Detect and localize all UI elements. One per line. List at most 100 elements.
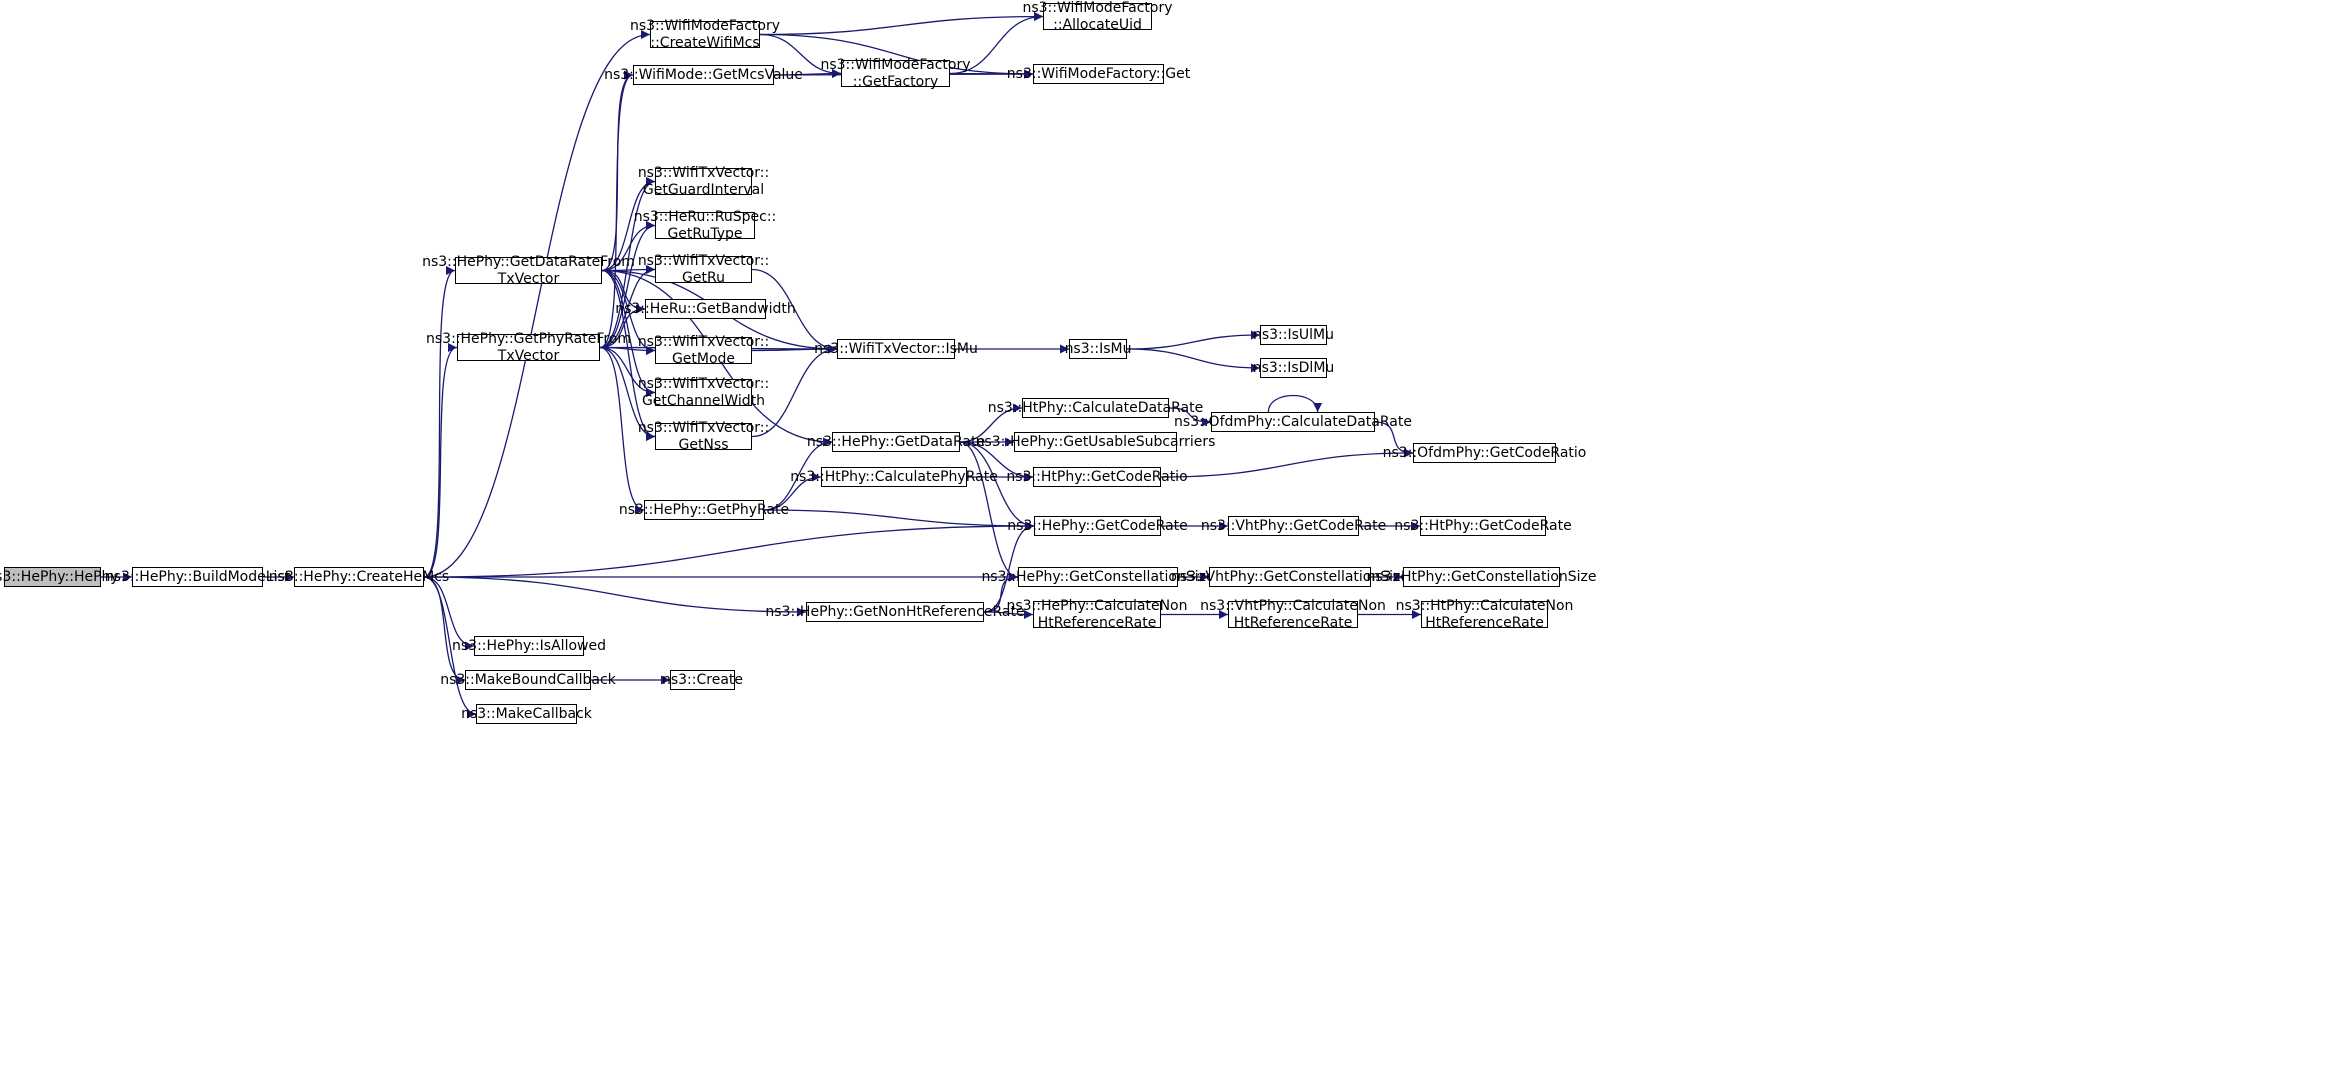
node-label-line: ns3::HePhy::GetUsableSubcarriers	[975, 433, 1216, 450]
node-label-line: GetRu	[682, 269, 725, 286]
edge-n_getdataratefromtx-to-n_getnss	[601, 269, 656, 441]
node-label-line: ns3::WifiTxVector::IsMu	[814, 340, 978, 357]
node-vhtphy-getcoderate[interactable]: ns3::VhtPhy::GetCodeRate	[1201, 516, 1386, 536]
edge-n_getphyratefromtx-to-n_getru	[599, 265, 656, 349]
node-makecallback[interactable]: ns3::MakeCallback	[461, 704, 592, 724]
node-htphy-calculatephyrate[interactable]: ns3::HtPhy::CalculatePhyRate	[790, 467, 998, 487]
node-wifimodefactory-allocateuid[interactable]: ns3::WifiModeFactory::AllocateUid	[1022, 0, 1172, 33]
edge-n_getphyratefromtx-to-n_getmcsvalue	[599, 70, 634, 349]
edge-n_getphyrate-to-n_htcalcphyrate	[763, 472, 822, 511]
edge-n_ismu-to-n_isulmu	[1126, 330, 1261, 350]
node-hephy-hephy[interactable]: ns3::HePhy::HePhy	[0, 567, 119, 587]
edge-n_htcalcdatarate-to-n_ofdmcalcdatarate	[1168, 407, 1212, 427]
edge-n_createhemcs-to-n_getnonht	[423, 576, 807, 617]
node-label-line: ns3::VhtPhy::CalculateNon	[1200, 597, 1386, 614]
node-wifitxvector-getnss[interactable]: ns3::WifiTxVector::GetNss	[638, 420, 769, 453]
node-label-line: GetGuardInterval	[642, 181, 765, 198]
node-isulmu[interactable]: ns3::IsUlMu	[1253, 325, 1334, 345]
edge-n_getru-to-n_txismu	[751, 268, 838, 354]
edge-n_getfactory-to-n_allocateuid	[949, 12, 1044, 75]
edge-n_getnonht-to-n_hegetconst	[983, 572, 1019, 613]
node-label-line: ns3::WifiTxVector::	[637, 375, 770, 392]
node-label-line: ns3::HePhy::HePhy	[0, 568, 119, 585]
node-htphy-getcoderate[interactable]: ns3::HtPhy::GetCodeRate	[1394, 516, 1572, 536]
node-create[interactable]: ns3::Create	[662, 670, 743, 690]
node-wifimode-getmcsvalue[interactable]: ns3::WifiMode::GetMcsValue	[604, 65, 803, 85]
node-label-line: ns3::OfdmPhy::GetCodeRatio	[1382, 444, 1587, 461]
node-wifitxvector-getru[interactable]: ns3::WifiTxVector::GetRu	[638, 253, 769, 286]
node-label-line: ns3::WifiTxVector::	[637, 333, 770, 350]
edge-n_getphyratefromtx-to-n_getbandwidth	[599, 304, 646, 349]
node-label-line: ns3::HtPhy::CalculateNon	[1395, 597, 1574, 614]
node-isdlmu[interactable]: ns3::IsDlMu	[1253, 358, 1334, 378]
node-label-line: ns3::HePhy::GetDataRateFrom	[422, 253, 635, 270]
node-label-line: HtReferenceRate	[1037, 614, 1157, 631]
node-label-line: GetMode	[671, 350, 736, 367]
node-label-line: ns3::WifiMode::GetMcsValue	[604, 66, 803, 83]
node-wifimodefactory-getfactory[interactable]: ns3::WifiModeFactory::GetFactory	[820, 57, 970, 90]
node-wifitxvector-ismu[interactable]: ns3::WifiTxVector::IsMu	[814, 339, 978, 359]
edge-n_createhemcs-to-n_hegetcoderate	[423, 521, 1035, 578]
node-wifitxvector-getguardinterval[interactable]: ns3::WifiTxVector::GetGuardInterval	[638, 165, 769, 198]
node-vhtphy-getconstellationsize[interactable]: ns3::VhtPhy::GetConstellationSize	[1171, 567, 1409, 587]
node-hephy-getphyrate[interactable]: ns3::HePhy::GetPhyRate	[619, 500, 789, 520]
node-label-line: ns3::WifiModeFactory	[629, 17, 781, 34]
node-label-line: ns3::MakeCallback	[461, 705, 592, 722]
node-hephy-createhemcs[interactable]: ns3::HePhy::CreateHeMcs	[269, 567, 449, 587]
node-heru-ruspec-getrutype[interactable]: ns3::HeRu::RuSpec::GetRuType	[634, 209, 777, 242]
edge-n_createhemcs-to-n_makebound	[423, 576, 466, 685]
edge-n_createhemcs-to-n_makecallback	[423, 576, 477, 719]
node-htphy-getcoderatio[interactable]: ns3::HtPhy::GetCodeRatio	[1006, 467, 1188, 487]
node-hephy-getcoderate[interactable]: ns3::HePhy::GetCodeRate	[1007, 516, 1188, 536]
node-wifimodefactory-createwifimcs[interactable]: ns3::WifiModeFactory::CreateWifiMcs	[630, 18, 780, 51]
edge-n_getphyrate-to-n_getdatarate	[763, 437, 833, 511]
node-htphy-calculatedatarate[interactable]: ns3::HtPhy::CalculateDataRate	[988, 398, 1203, 418]
edge-n_createwifimcs-to-n_allocateuid	[759, 12, 1044, 36]
edge-n_createwifimcs-to-n_getfactory	[759, 33, 842, 78]
node-label-line: ns3::IsDlMu	[1252, 359, 1335, 376]
node-hephy-getdatarate[interactable]: ns3::HePhy::GetDataRate	[807, 432, 985, 452]
node-hephy-getusablesubcarriers[interactable]: ns3::HePhy::GetUsableSubcarriers	[976, 432, 1215, 452]
node-label-line: ns3::HePhy::CalculateNon	[1006, 597, 1188, 614]
edge-n_createhemcs-to-n_getphyratefromtx	[423, 343, 458, 578]
node-label-line: ns3::VhtPhy::GetCodeRate	[1200, 517, 1387, 534]
node-ismu[interactable]: ns3::IsMu	[1065, 339, 1131, 359]
edge-n_getmode-to-n_txismu	[751, 344, 838, 354]
node-ofdmphy-getcoderatio[interactable]: ns3::OfdmPhy::GetCodeRatio	[1383, 443, 1586, 463]
node-hephy-buildmodelist[interactable]: ns3::HePhy::BuildModeList	[105, 567, 290, 587]
node-label-line: ns3::HePhy::CreateHeMcs	[268, 568, 450, 585]
node-label-line: ns3::IsUlMu	[1252, 326, 1335, 343]
node-hephy-getnonhtreferencerate[interactable]: ns3::HePhy::GetNonHtReferenceRate	[765, 602, 1025, 622]
edge-n_getdataratefromtx-to-n_getchannelwidth	[601, 269, 656, 397]
node-label-line: ns3::HePhy::IsAllowed	[452, 637, 606, 654]
node-label-line: ns3::HtPhy::GetCodeRate	[1394, 517, 1572, 534]
node-wifitxvector-getmode[interactable]: ns3::WifiTxVector::GetMode	[638, 334, 769, 367]
node-wifitxvector-getchannelwidth[interactable]: ns3::WifiTxVector::GetChannelWidth	[638, 376, 769, 409]
node-label-line: ns3::IsMu	[1064, 340, 1132, 357]
edge-n_getphyrate-to-n_hegetcoderate	[763, 509, 1035, 531]
node-label-line: ns3::HeRu::RuSpec::	[633, 208, 777, 225]
node-hephy-isallowed[interactable]: ns3::HePhy::IsAllowed	[452, 636, 606, 656]
node-label-line: ns3::HePhy::BuildModeList	[104, 568, 291, 585]
node-htphy-getconstellationsize[interactable]: ns3::HtPhy::GetConstellationSize	[1367, 567, 1597, 587]
node-label-line: GetRuType	[667, 225, 743, 242]
node-label-line: ns3::HePhy::GetNonHtReferenceRate	[765, 603, 1025, 620]
node-label-line: ns3::Create	[661, 671, 744, 688]
node-ofdmphy-calculatedatarate[interactable]: ns3::OfdmPhy::CalculateDataRate	[1174, 412, 1412, 432]
node-label-line: TxVector	[497, 270, 560, 287]
edge-n_getnss-to-n_txismu	[751, 344, 838, 438]
edge-n_getfactory-to-n_wmfget	[949, 69, 1034, 79]
node-heru-getbandwidth[interactable]: ns3::HeRu::GetBandwidth	[615, 299, 796, 319]
node-label-line: ns3::VhtPhy::GetConstellationSize	[1171, 568, 1409, 585]
node-wifimodefactory-get[interactable]: ns3::WifiModeFactory::Get	[1007, 64, 1190, 84]
node-label-line: ::GetFactory	[852, 73, 939, 90]
edge-n_ofdmcalcdatarate-to-n_ofdmcalcdatarate	[1267, 394, 1323, 413]
node-makeboundcallback[interactable]: ns3::MakeBoundCallback	[440, 670, 616, 690]
node-hephy-getconstellationsize[interactable]: ns3::HePhy::GetConstellationSize	[981, 567, 1215, 587]
